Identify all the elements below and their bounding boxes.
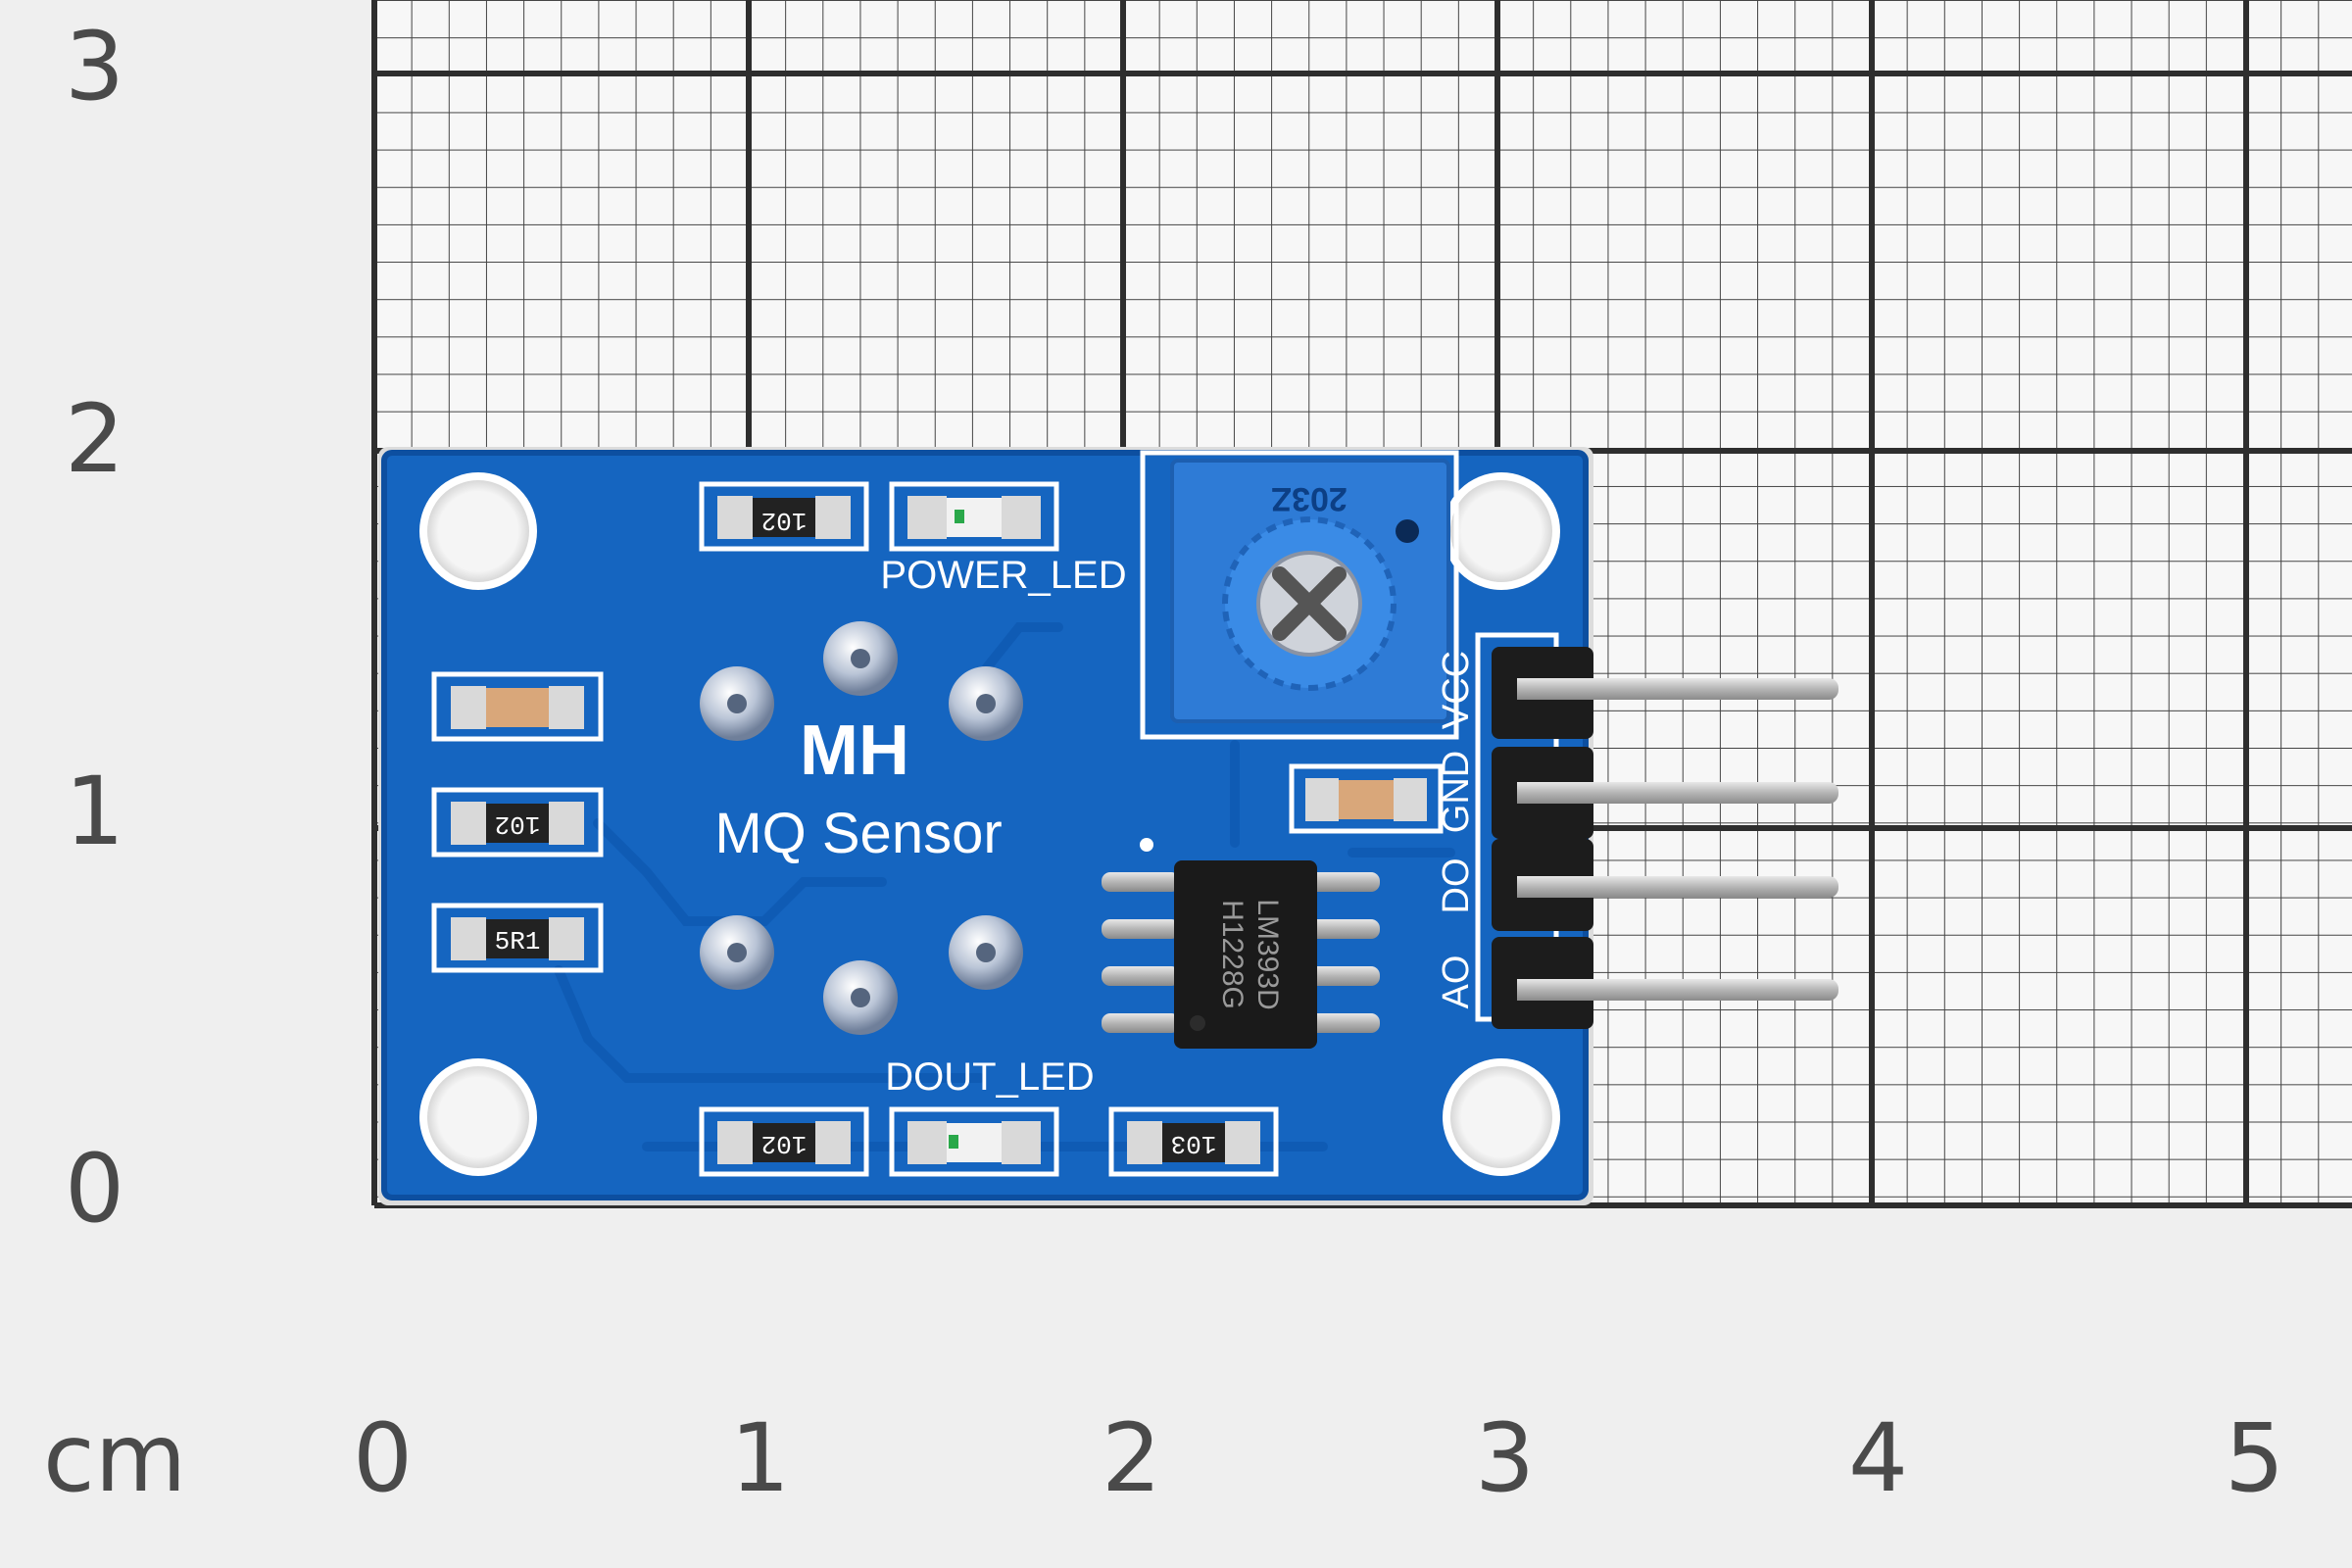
dout-led-label: DOUT_LED [885,1055,1094,1099]
pin-label-do: DO [1436,858,1477,914]
x-tick-3: 3 [1475,1403,1536,1513]
unit-label: cm [43,1403,187,1513]
pin-label-vcc: VCC [1436,651,1477,729]
header-pins [1529,678,1838,1001]
y-tick-2: 2 [65,384,125,494]
mounting-holes [419,472,1560,1176]
y-tick-0: 0 [65,1134,125,1244]
resistor-left-mid-code: 102 [495,809,541,839]
pin-header [1475,632,1595,1029]
x-tick-2: 2 [1102,1403,1162,1513]
chip-line-2: H1228G [1216,900,1249,1009]
comparator-chip [1102,838,1380,1049]
x-tick-0: 0 [353,1403,414,1513]
pin-label-ao: AO [1436,956,1477,1009]
pin-label-gnd: GND [1436,751,1477,833]
y-tick-1: 1 [65,757,125,866]
resistor-bottom-left-code: 102 [761,1129,808,1158]
resistor-left-low-code: 5R1 [495,927,541,956]
potentiometer [1140,450,1459,740]
x-tick-4: 4 [1848,1403,1909,1513]
power-led-label: POWER_LED [880,554,1126,597]
resistor-bottom-right-code: 103 [1171,1129,1217,1158]
brand-label: MH [800,711,909,790]
sensor-posts [700,621,1023,1035]
chip-line-1: LM393D [1251,899,1284,1009]
x-tick-5: 5 [2225,1403,2285,1513]
y-tick-3: 3 [65,12,125,122]
pcb-board: MH MQ Sensor POWER_LED DOUT_LED 102 102 … [378,447,1595,1205]
pot-code: 203Z [1271,480,1348,517]
smd-footprints [431,481,1444,1177]
x-tick-1: 1 [730,1403,791,1513]
resistor-top-code: 102 [761,506,808,535]
sensor-title: MQ Sensor [714,802,1002,865]
